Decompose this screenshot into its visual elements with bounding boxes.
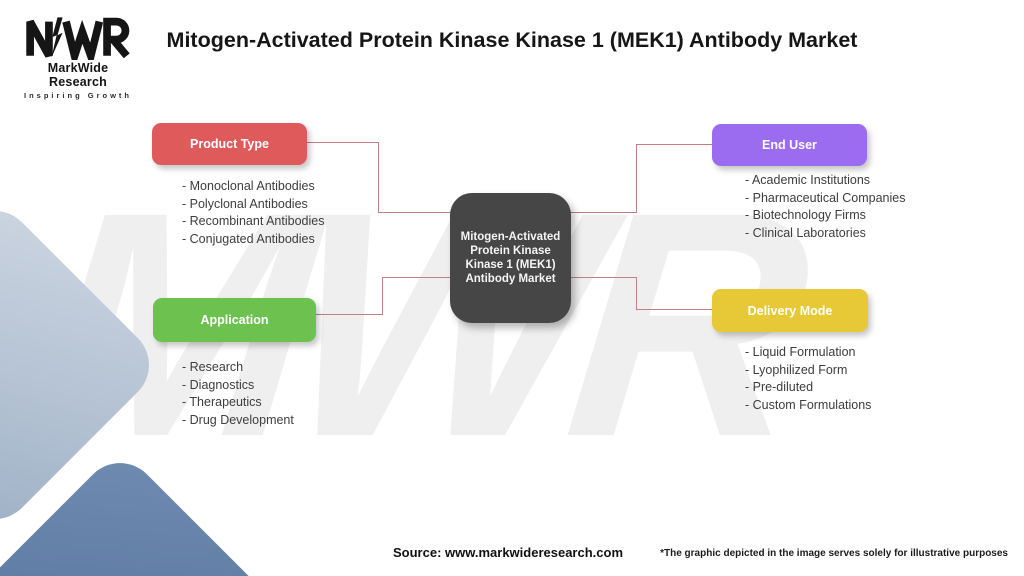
list-item: Liquid Formulation <box>745 344 871 362</box>
segment-box-end-user: End User <box>712 124 867 166</box>
segment-label: Product Type <box>190 137 269 151</box>
connector-delivery-mode <box>570 277 637 278</box>
segment-list-product-type: Monoclonal Antibodies Polyclonal Antibod… <box>182 178 325 249</box>
list-item: Lyophilized Form <box>745 362 871 380</box>
list-item: Drug Development <box>182 412 294 430</box>
segment-label: Application <box>200 313 269 327</box>
connector-end-user <box>636 144 713 145</box>
segment-list-end-user: Academic Institutions Pharmaceutical Com… <box>745 172 906 242</box>
connector-end-user <box>636 144 637 213</box>
logo-company-name: MarkWide Research <box>47 61 109 89</box>
list-item: Pre-diluted <box>745 379 871 397</box>
background-watermark-text: MWR <box>26 145 804 503</box>
list-item: Research <box>182 359 294 377</box>
central-node-line: Antibody Market <box>465 273 556 285</box>
connector-application <box>382 277 451 278</box>
list-item: Custom Formulations <box>745 397 872 415</box>
list-item: Academic Institutions <box>745 172 906 190</box>
connector-product-type <box>378 142 379 213</box>
segment-list-application: Research Diagnostics Therapeutics Drug D… <box>182 359 294 430</box>
list-item: Therapeutics <box>182 394 294 412</box>
mwr-monogram-icon <box>26 17 130 60</box>
central-market-node: Mitogen-Activated Protein Kinase Kinase … <box>450 193 571 323</box>
list-item: Clinical Laboratories <box>745 225 906 243</box>
disclaimer-text: *The graphic depicted in the image serve… <box>660 548 1008 559</box>
segment-label: Delivery Mode <box>747 303 833 318</box>
list-item: Biotechnology Firms <box>745 207 906 225</box>
connector-delivery-mode <box>636 277 637 310</box>
connector-product-type <box>306 142 379 143</box>
segment-box-delivery-mode: Delivery Mode <box>712 289 868 332</box>
markwide-logo: MarkWide Research Inspiring Growth <box>18 14 138 100</box>
segment-list-delivery-mode: Liquid Formulation Lyophilized Form Pre-… <box>745 344 872 415</box>
segment-box-product-type: Product Type <box>152 123 307 165</box>
connector-product-type <box>378 212 451 213</box>
list-item: Conjugated Antibodies <box>182 231 324 249</box>
connector-application <box>382 277 383 315</box>
central-node-line: Mitogen-Activated <box>460 231 561 243</box>
connector-end-user <box>570 212 637 213</box>
list-item: Diagnostics <box>182 377 294 395</box>
connector-application <box>315 314 383 315</box>
logo-tagline: Inspiring Growth <box>24 91 132 100</box>
central-node-line: Protein Kinase <box>470 245 551 257</box>
connector-delivery-mode <box>636 309 713 310</box>
page-title: Mitogen-Activated Protein Kinase Kinase … <box>166 28 858 52</box>
segment-box-application: Application <box>153 298 316 342</box>
source-text: Source: www.markwideresearch.com <box>393 545 624 560</box>
segment-label: End User <box>762 138 817 152</box>
list-item: Monoclonal Antibodies <box>182 178 324 196</box>
list-item: Polyclonal Antibodies <box>182 196 324 214</box>
central-node-line: Kinase 1 (MEK1) <box>465 259 556 271</box>
list-item: Recombinant Antibodies <box>182 213 325 231</box>
list-item: Pharmaceutical Companies <box>745 190 906 208</box>
